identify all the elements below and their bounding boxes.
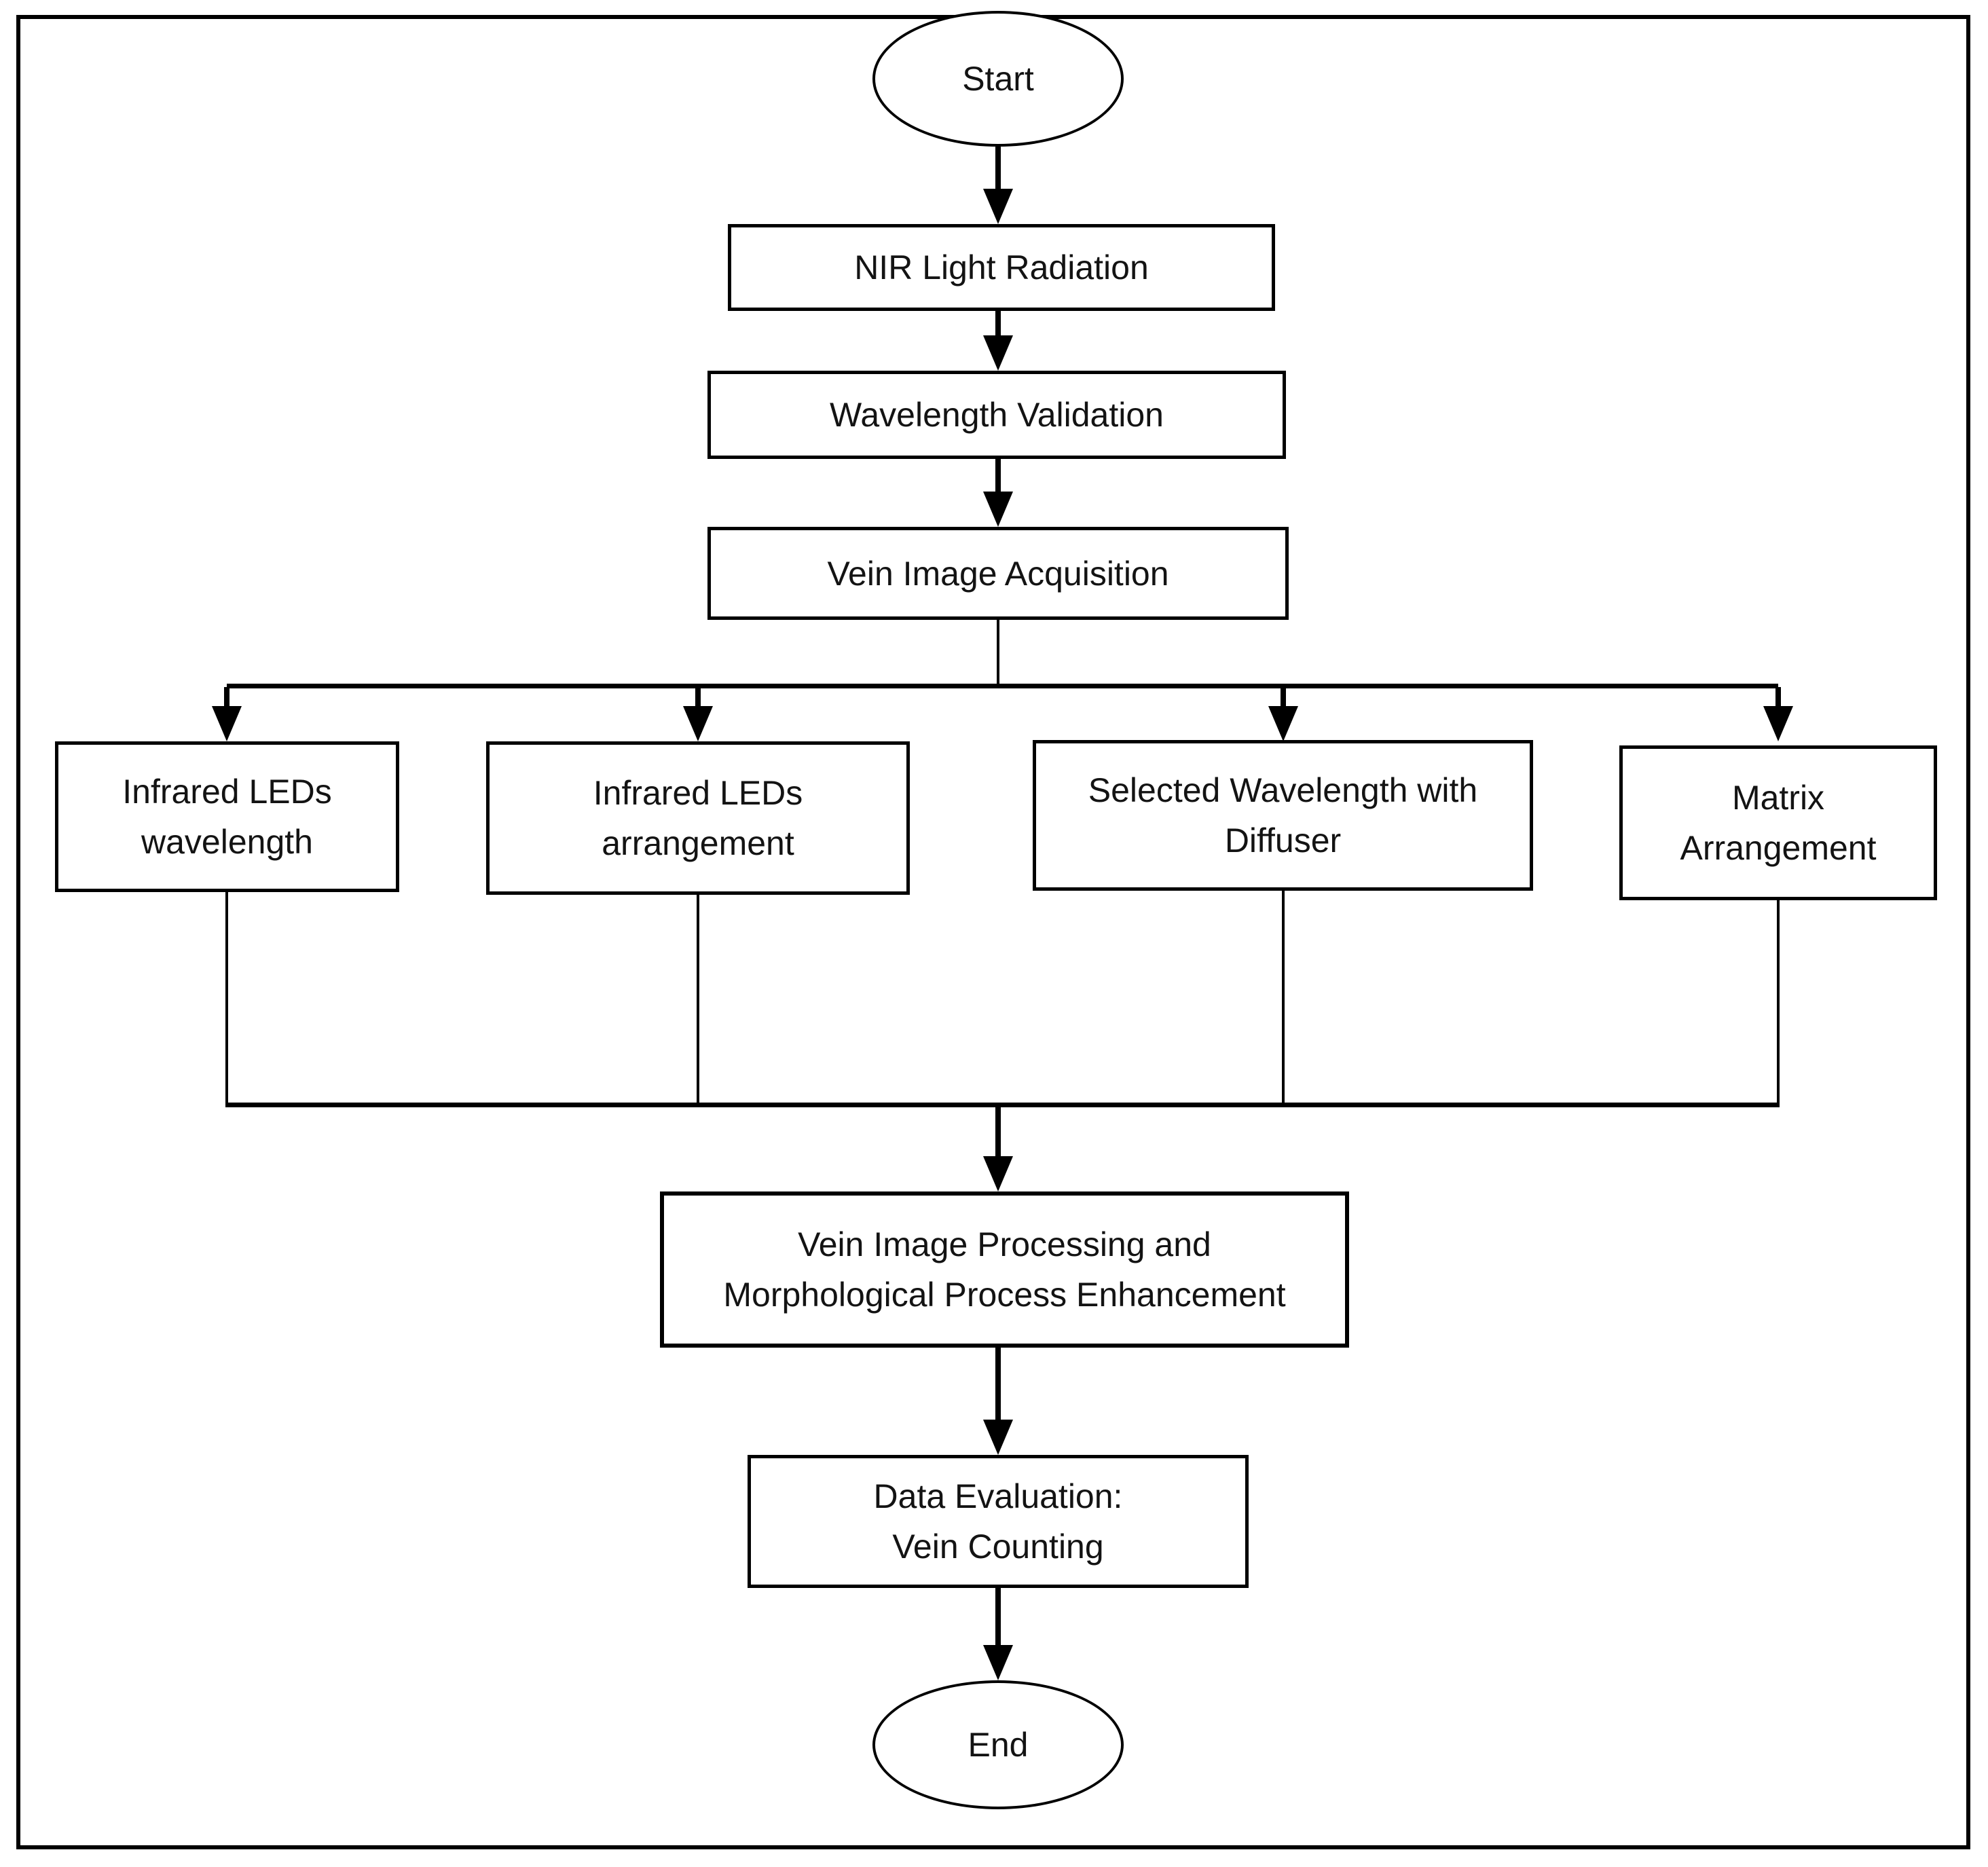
- data-evaluation-line2: Vein Counting: [892, 1528, 1104, 1566]
- arrow-wv-to-via-head: [983, 492, 1013, 527]
- drop-line-4: [1777, 900, 1780, 1107]
- arrow-branch-1-head: [212, 706, 242, 741]
- start-terminator: Start: [872, 11, 1124, 147]
- arrow-nir-to-wv-head: [983, 335, 1013, 371]
- infrared-leds-arrangement-line2: arrangement: [602, 824, 794, 862]
- end-label: End: [968, 1726, 1029, 1764]
- arrow-start-to-nir-head: [983, 189, 1013, 224]
- arrow-branch-3-head: [1268, 706, 1298, 741]
- matrix-arrangement-line1: Matrix: [1731, 779, 1825, 817]
- infrared-leds-arrangement-line1: Infrared LEDs: [593, 774, 803, 812]
- arrow-de-to-end-head: [983, 1645, 1013, 1680]
- process-wavelength-validation: Wavelength Validation: [707, 371, 1286, 459]
- branch-spine-line: [997, 620, 999, 686]
- branch-line: [227, 684, 1778, 688]
- infrared-leds-wavelength-line2: wavelength: [141, 823, 313, 861]
- process-vein-image-acquisition: Vein Image Acquisition: [707, 527, 1289, 620]
- vein-image-processing-line2: Morphological Process Enhancement: [723, 1276, 1286, 1314]
- start-label: Start: [962, 60, 1034, 98]
- arrow-de-to-end-stem: [995, 1588, 1001, 1645]
- arrow-branch-1-stem: [224, 687, 229, 706]
- arrow-branch-2-stem: [695, 687, 701, 706]
- process-vein-image-processing: Vein Image Processing and Morphological …: [660, 1191, 1349, 1348]
- infrared-leds-wavelength-line1: Infrared LEDs: [122, 773, 332, 811]
- arrow-vip-to-de-stem: [995, 1348, 1001, 1420]
- drop-line-2: [697, 895, 699, 1107]
- arrow-nir-to-wv-stem: [995, 311, 1001, 335]
- arrow-branch-4-head: [1763, 706, 1793, 741]
- nir-light-radiation-label: NIR Light Radiation: [854, 248, 1149, 286]
- arrow-branch-4-stem: [1775, 687, 1781, 706]
- arrow-merge-to-vip-stem: [995, 1107, 1001, 1156]
- end-terminator: End: [872, 1680, 1124, 1809]
- arrow-branch-3-stem: [1281, 687, 1286, 706]
- process-data-evaluation: Data Evaluation: Vein Counting: [748, 1455, 1249, 1588]
- wavelength-validation-label: Wavelength Validation: [830, 396, 1164, 434]
- selected-wavelength-diffuser-line2: Diffuser: [1224, 821, 1342, 859]
- process-matrix-arrangement: Matrix Arrangement: [1619, 745, 1937, 900]
- process-selected-wavelength-diffuser: Selected Wavelength with Diffuser: [1033, 740, 1533, 891]
- merge-line: [227, 1103, 1778, 1107]
- vein-image-processing-line1: Vein Image Processing and: [798, 1225, 1211, 1263]
- data-evaluation-line1: Data Evaluation:: [873, 1477, 1123, 1515]
- selected-wavelength-diffuser-line1: Selected Wavelength with: [1088, 771, 1478, 809]
- arrow-wv-to-via-stem: [995, 459, 1001, 492]
- arrow-branch-2-head: [683, 706, 713, 741]
- process-nir-light-radiation: NIR Light Radiation: [728, 224, 1275, 311]
- arrow-start-to-nir-stem: [995, 147, 1001, 189]
- vein-image-acquisition-label: Vein Image Acquisition: [827, 554, 1169, 593]
- matrix-arrangement-line2: Arrangement: [1680, 829, 1877, 867]
- process-infrared-leds-arrangement: Infrared LEDs arrangement: [486, 741, 910, 895]
- arrow-vip-to-de-head: [983, 1420, 1013, 1455]
- process-infrared-leds-wavelength: Infrared LEDs wavelength: [55, 741, 399, 892]
- drop-line-1: [225, 892, 228, 1107]
- drop-line-3: [1282, 891, 1285, 1107]
- arrow-merge-to-vip-head: [983, 1156, 1013, 1191]
